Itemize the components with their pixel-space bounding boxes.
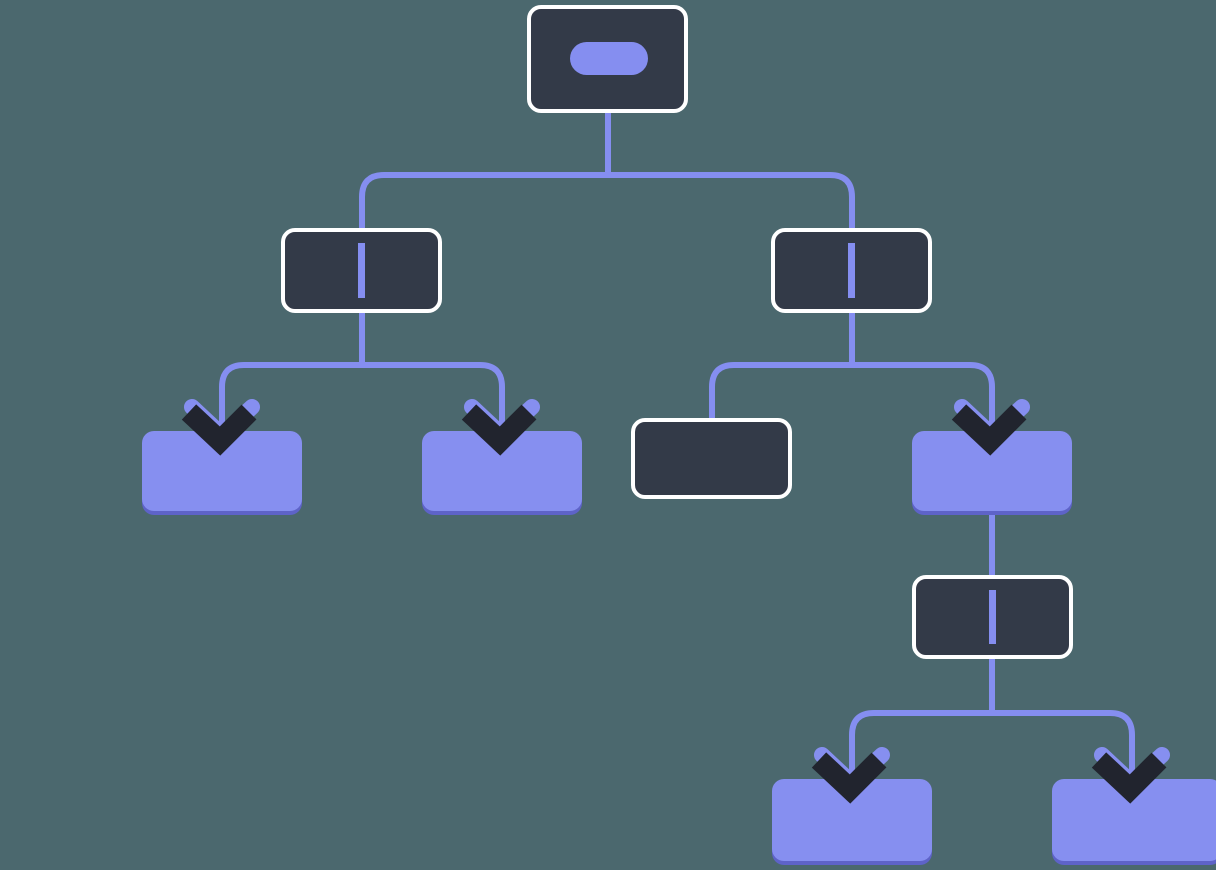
- arrowhead-dark-leaf-2: [461, 404, 537, 456]
- connector-root-to-mid-left: [359, 172, 608, 313]
- node-mid-right[interactable]: [771, 228, 932, 313]
- arrowhead-branch-node: [951, 399, 1030, 456]
- node-leaf-4[interactable]: [772, 779, 932, 865]
- arrowhead-dark-leaf-4: [811, 752, 887, 804]
- connector-mid-right-to-leaf-3: [709, 362, 852, 418]
- node-body-leaf-1[interactable]: [142, 431, 302, 511]
- arrowhead-leaf-1: [181, 399, 260, 456]
- connector-layer: [219, 75, 1135, 780]
- node-leaf-2[interactable]: [422, 431, 582, 515]
- arrowhead-leaf-4: [811, 747, 890, 804]
- node-body-leaf-3[interactable]: [631, 418, 792, 499]
- arrowhead-dark-leaf-5: [1091, 752, 1167, 804]
- arrowhead-leaf-2: [461, 399, 540, 456]
- node-glyph-bar-mid-left: [358, 243, 365, 298]
- node-glyph-pill-root: [570, 42, 648, 75]
- node-body-leaf-4[interactable]: [772, 779, 932, 861]
- connector-root-to-mid-right: [608, 172, 855, 313]
- node-root[interactable]: [527, 5, 688, 113]
- node-mid-left[interactable]: [281, 228, 442, 313]
- node-body-branch-node[interactable]: [912, 431, 1072, 511]
- arrowhead-dark-branch-node: [951, 404, 1027, 456]
- connector-sub-to-leaf-5: [992, 710, 1135, 780]
- arrowhead-leaf-5: [1091, 747, 1170, 804]
- node-leaf-5[interactable]: [1052, 779, 1216, 865]
- node-leaf-3[interactable]: [631, 418, 792, 499]
- node-sub-dark[interactable]: [912, 575, 1073, 659]
- connector-mid-right-to-branch: [852, 362, 995, 432]
- connector-mid-left-to-leaf-2: [362, 362, 505, 432]
- connector-mid-left-to-leaf-1: [219, 362, 362, 432]
- node-layer: [142, 5, 1216, 865]
- node-glyph-bar-mid-right: [848, 243, 855, 298]
- arrowhead-dark-leaf-1: [181, 404, 257, 456]
- node-body-leaf-2[interactable]: [422, 431, 582, 511]
- node-body-leaf-5[interactable]: [1052, 779, 1216, 861]
- connector-sub-to-leaf-4: [849, 710, 992, 780]
- node-leaf-1[interactable]: [142, 431, 302, 515]
- node-glyph-bar-sub-dark: [989, 590, 996, 644]
- node-branch-node[interactable]: [912, 431, 1072, 515]
- arrow-layer: [181, 399, 1170, 804]
